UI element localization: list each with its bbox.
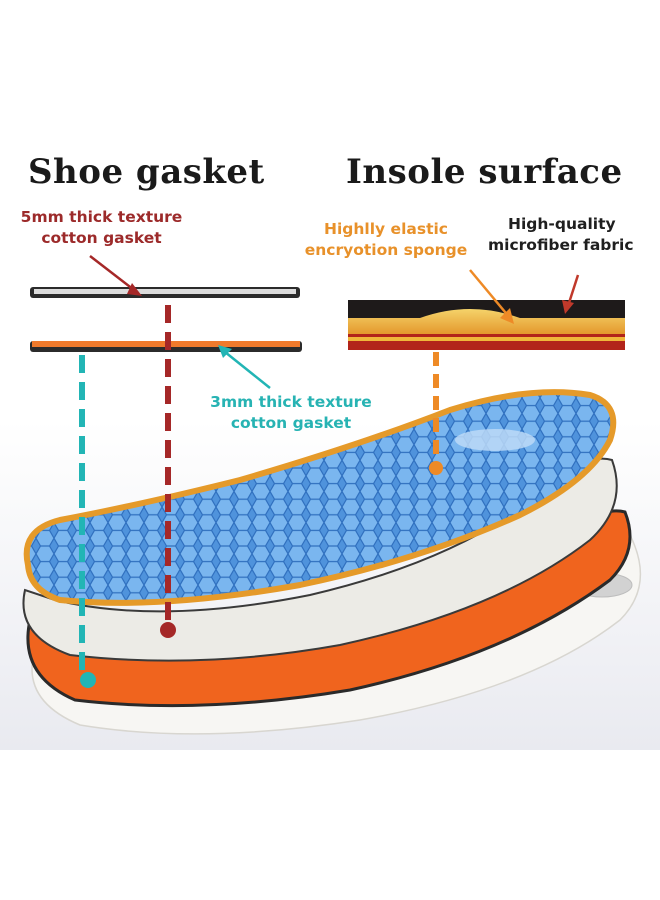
- label-sponge-line2: encryotion sponge: [304, 241, 468, 259]
- indicator-sponge: [429, 269, 514, 475]
- label-3mm-gasket: 3mm thick texture cotton gasket: [196, 392, 386, 434]
- label-fabric-line1: High-quality: [508, 215, 616, 233]
- label-5mm-line1: 5mm thick texture: [20, 208, 183, 226]
- indicator-fabric: [562, 274, 580, 314]
- gasket-5mm-strip: [30, 287, 300, 298]
- label-5mm-gasket: 5mm thick texture cotton gasket: [14, 207, 189, 249]
- label-fabric: High-quality microfiber fabric: [488, 214, 660, 256]
- label-fabric-line2: microfiber fabric: [488, 236, 634, 254]
- shoe-gasket-heading: Shoe gasket: [28, 152, 265, 192]
- label-3mm-line1: 3mm thick texture: [210, 393, 372, 411]
- label-sponge-line1: Highlly elastic: [324, 220, 448, 238]
- indicator-3mm: [79, 345, 271, 688]
- label-3mm-line2: cotton gasket: [230, 414, 352, 432]
- insole-cross-section: [348, 300, 625, 350]
- insole-surface-heading: Insole surface: [346, 152, 623, 192]
- label-sponge: Highlly elastic encryotion sponge: [286, 219, 486, 261]
- label-5mm-line2: cotton gasket: [41, 229, 162, 247]
- indicator-5mm: [89, 255, 176, 638]
